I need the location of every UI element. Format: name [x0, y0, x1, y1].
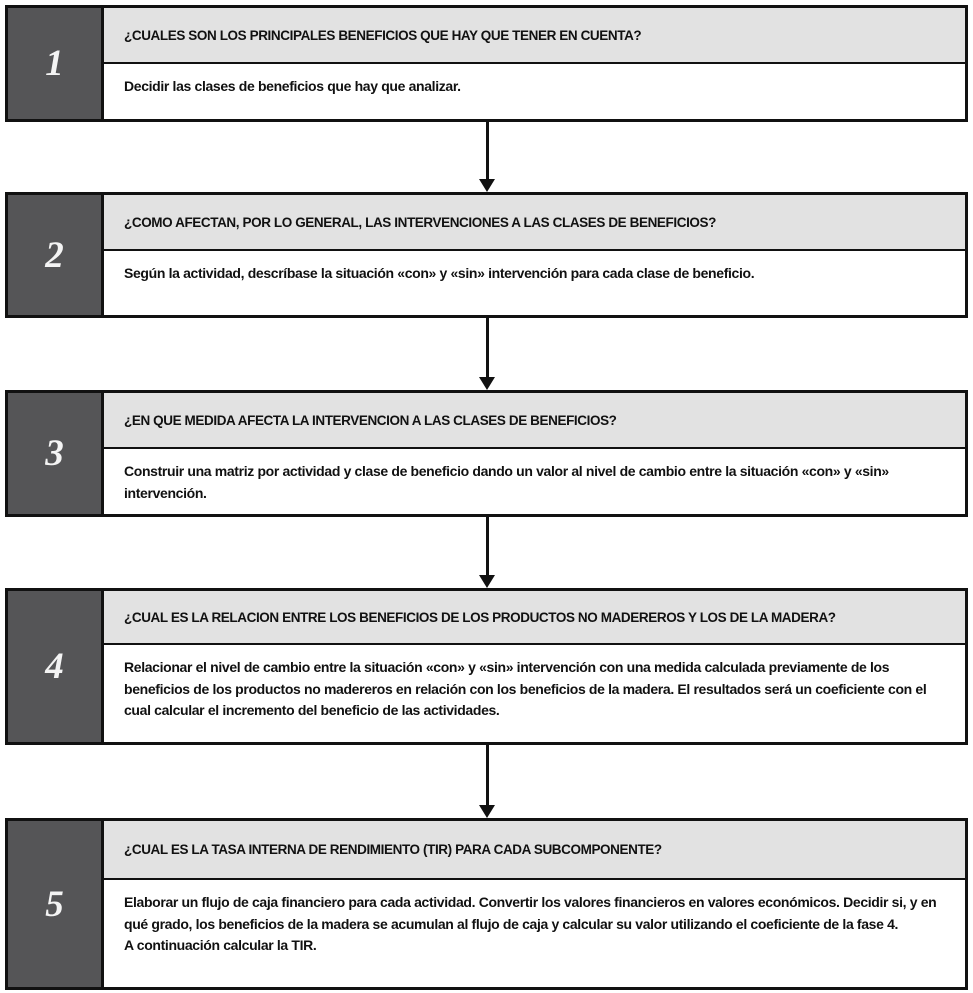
step-number: 1: [45, 43, 64, 84]
step-question: ¿CUAL ES LA RELACION ENTRE LOS BENEFICIO…: [104, 591, 965, 645]
step-description: Según la actividad, descríbase la situac…: [124, 265, 755, 281]
flowchart-step-3: 3 ¿EN QUE MEDIDA AFECTA LA INTERVENCION …: [5, 390, 968, 517]
arrow-head: [478, 377, 495, 390]
flowchart-step-1: 1 ¿CUALES SON LOS PRINCIPALES BENEFICIOS…: [5, 5, 968, 122]
step-number: 2: [45, 234, 64, 276]
arrow-shaft: [485, 318, 489, 378]
step-content: ¿COMO AFECTAN, POR LO GENERAL, LAS INTER…: [104, 195, 965, 315]
step-question: ¿CUALES SON LOS PRINCIPALES BENEFICIOS Q…: [104, 8, 965, 64]
step-description: Elaborar un flujo de caja financiero par…: [124, 894, 937, 954]
down-arrow-icon: [0, 517, 973, 588]
step-number-box: 4: [8, 591, 104, 742]
step-number: 4: [45, 646, 64, 687]
down-arrow-icon: [0, 318, 973, 390]
step-content: ¿CUAL ES LA RELACION ENTRE LOS BENEFICIO…: [104, 591, 965, 742]
step-number-box: 5: [8, 821, 104, 987]
step-question: ¿COMO AFECTAN, POR LO GENERAL, LAS INTER…: [104, 195, 965, 251]
step-description: Relacionar el nivel de cambio entre la s…: [124, 659, 927, 719]
step-number-box: 3: [8, 393, 104, 514]
down-arrow-icon: [0, 122, 973, 192]
flowchart-step-2: 2 ¿COMO AFECTAN, POR LO GENERAL, LAS INT…: [5, 192, 968, 318]
down-arrow-icon: [0, 745, 973, 818]
step-number: 5: [45, 883, 64, 925]
arrow-head: [478, 179, 495, 192]
step-content: ¿EN QUE MEDIDA AFECTA LA INTERVENCION A …: [104, 393, 965, 514]
step-content: ¿CUAL ES LA TASA INTERNA DE RENDIMIENTO …: [104, 821, 965, 987]
flowchart-step-4: 4 ¿CUAL ES LA RELACION ENTRE LOS BENEFIC…: [5, 588, 968, 745]
step-question: ¿EN QUE MEDIDA AFECTA LA INTERVENCION A …: [104, 393, 965, 449]
flowchart-step-5: 5 ¿CUAL ES LA TASA INTERNA DE RENDIMIENT…: [5, 818, 968, 990]
step-question: ¿CUAL ES LA TASA INTERNA DE RENDIMIENTO …: [104, 821, 965, 880]
arrow-shaft: [485, 517, 489, 576]
step-number-box: 1: [8, 8, 104, 119]
step-description: Construir una matriz por actividad y cla…: [124, 463, 889, 501]
step-number: 3: [45, 433, 64, 474]
step-description: Decidir las clases de beneficios que hay…: [124, 78, 461, 94]
step-number-box: 2: [8, 195, 104, 315]
arrow-shaft: [485, 745, 489, 806]
arrow-shaft: [485, 122, 489, 180]
arrow-head: [478, 805, 495, 818]
arrow-head: [478, 575, 495, 588]
step-content: ¿CUALES SON LOS PRINCIPALES BENEFICIOS Q…: [104, 8, 965, 119]
